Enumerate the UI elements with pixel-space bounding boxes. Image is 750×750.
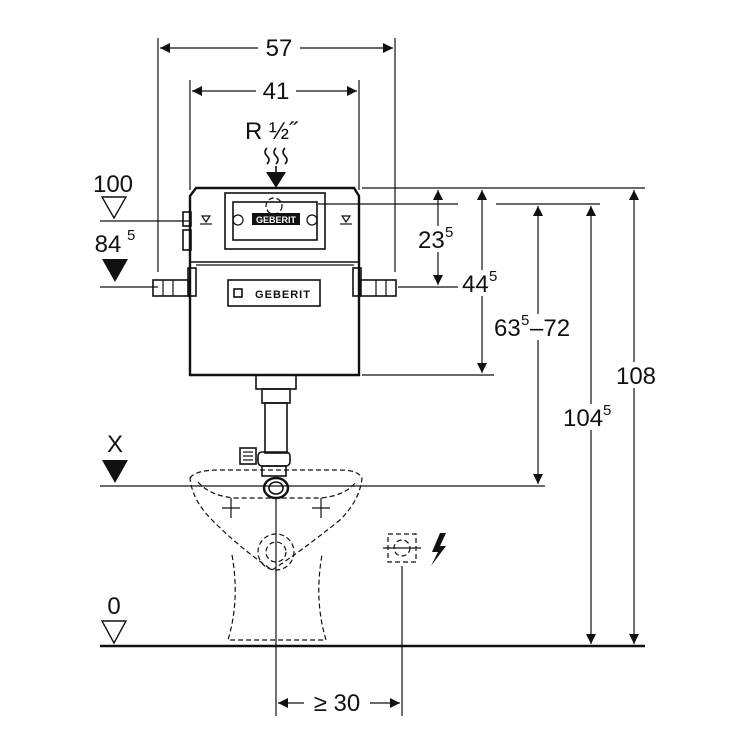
dim-108-label: 108 [616,363,656,390]
dim-41-label: 41 [263,78,290,105]
level-filled-triangle-icon [102,259,128,282]
level-x-triangle-icon [102,460,128,483]
dimension-min-30: ≥ 30 [275,498,403,717]
dim-44-sup: 5 [489,268,497,285]
panel-logo-plate [252,213,300,225]
cistern-logo-box [227,279,321,307]
level-84-label: 84 [95,231,122,258]
cistern: GEBERIT GEBERIT [152,186,397,377]
level-x: X [100,431,545,487]
level-84-sup: 5 [127,227,135,244]
dim-57-label: 57 [266,35,293,62]
dimension-63-72: 63 5 –72 [492,206,586,484]
lightning-icon [431,533,446,566]
dim-23-label: 23 [418,227,445,254]
toilet-outline [189,469,363,641]
dim-44-label: 44 [462,271,489,298]
dimension-44-5: 44 5 [458,190,510,373]
dimension-108: 108 [612,190,660,644]
floor-triangle-icon [100,620,128,645]
left-bracket [152,279,190,297]
inlet-arrow-icon [266,172,286,188]
level-0: 0 [100,593,645,648]
dim-104-sup: 5 [603,402,611,419]
dimension-23-5: 23 5 [410,190,466,285]
level-open-triangle-icon [100,196,128,220]
dimension-104-5: 104 5 [560,206,622,644]
dim-63-sup: 5 [521,312,529,329]
cistern-logo-text: GEBERIT [255,289,311,301]
right-bracket [359,279,397,297]
dim-104-label: 104 [563,405,603,432]
water-inlet: R ½˝ [245,118,299,188]
dim-63-tail: –72 [530,315,570,342]
panel-logo-text: GEBERIT [256,215,297,225]
flush-pipe [239,374,297,500]
dimension-width-57: 57 [157,34,396,272]
dim-23-sup: 5 [445,224,453,241]
level-100-label: 100 [93,171,133,198]
level-100: 100 [93,171,190,222]
level-0-label: 0 [107,593,120,620]
dimension-width-41: 41 [189,77,360,190]
electrical-socket [383,533,446,566]
dim-63-label: 63 [494,315,521,342]
level-84-5: 84 5 [95,227,158,288]
thread-label: R ½˝ [245,118,299,145]
level-x-label: X [107,431,123,458]
dim-30-label: ≥ 30 [314,690,361,717]
